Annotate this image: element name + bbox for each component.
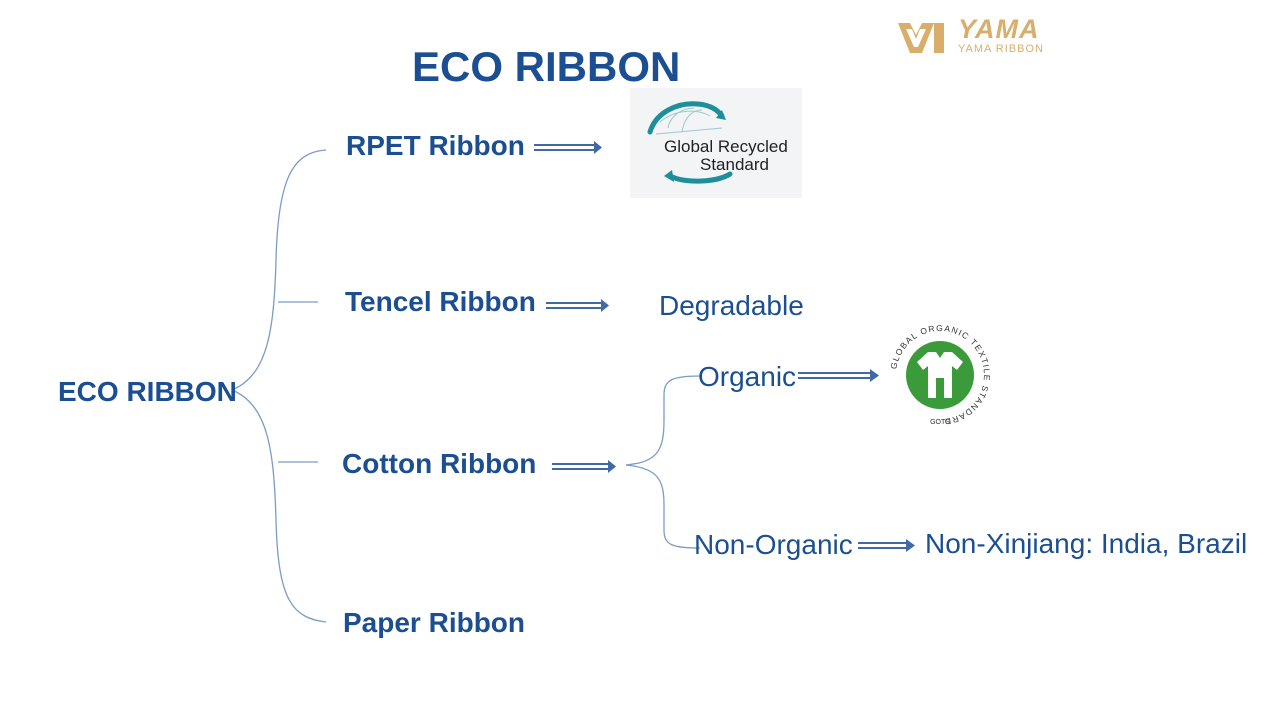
yama-brand-name: YAMA: [958, 14, 1040, 44]
node-cotton-ribbon: Cotton Ribbon: [342, 448, 537, 479]
yama-brand-subtitle: YAMA RIBBON: [958, 43, 1044, 55]
arrow-non-organic: [858, 539, 915, 552]
yama-ribbon-logo: YAMA YAMA RIBBON: [896, 14, 1086, 60]
arrow-organic: [798, 369, 879, 382]
node-organic: Organic: [698, 361, 797, 392]
cotton-brace-lower: [625, 464, 701, 549]
grs-text-line1: Global Recycled: [664, 137, 788, 156]
gots-abbrev: GOTS: [930, 419, 950, 426]
cotton-brace-upper: [625, 375, 701, 466]
node-paper-ribbon: Paper Ribbon: [343, 607, 526, 638]
grs-globe-icon: [647, 101, 733, 184]
yama-mark-icon: [898, 23, 944, 53]
node-degradable: Degradable: [659, 290, 804, 321]
arrow-cotton: [552, 460, 616, 473]
node-non-xinjiang: Non-Xinjiang: India, Brazil: [925, 528, 1248, 559]
node-non-organic: Non-Organic: [694, 529, 853, 560]
node-tencel-ribbon: Tencel Ribbon: [345, 286, 536, 317]
arrow-tencel: [546, 299, 609, 312]
root-brace-lower: [231, 389, 327, 623]
grs-text-line2: Standard: [700, 155, 769, 174]
root-node: ECO RIBBON: [58, 376, 237, 407]
gots-shirt-icon: GLOBAL ORGANIC TEXTILE STANDARD GOTS: [888, 323, 991, 427]
gots-logo: GLOBAL ORGANIC TEXTILE STANDARD GOTS: [887, 322, 993, 428]
page-title: ECO RIBBON: [412, 43, 681, 90]
node-rpet-ribbon: RPET Ribbon: [346, 130, 525, 161]
root-brace-upper: [231, 149, 327, 391]
arrow-rpet: [534, 141, 602, 154]
global-recycled-standard-logo: Global Recycled Standard: [630, 88, 802, 198]
